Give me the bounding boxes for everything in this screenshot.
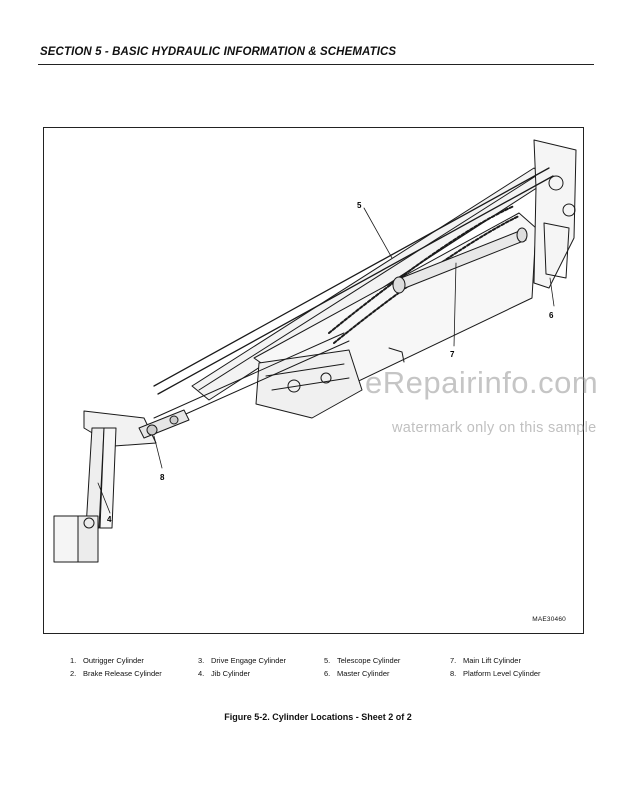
- boom-drawing: 5 6 7 8 4: [53, 139, 577, 563]
- callout-8: 8: [160, 473, 165, 482]
- boom-upper-inner: [198, 173, 540, 391]
- legend-item: 4.Jib Cylinder: [198, 669, 251, 678]
- drawing-code: MAE30460: [532, 616, 566, 623]
- callout-leader-5: [363, 207, 393, 259]
- callout-leader-8: [153, 435, 163, 469]
- header-rule: [38, 64, 594, 65]
- legend-item: 5.Telescope Cylinder: [324, 656, 401, 665]
- legend-item: 6.Master Cylinder: [324, 669, 390, 678]
- watermark-sub: watermark only on this sample: [392, 420, 597, 436]
- legend-item: 2.Brake Release Cylinder: [70, 669, 162, 678]
- legend: 1.Outrigger Cylinder 2.Brake Release Cyl…: [70, 656, 590, 686]
- section-header: SECTION 5 - BASIC HYDRAULIC INFORMATION …: [40, 46, 397, 58]
- figure-frame: 5 6 7 8 4 MAE30460: [43, 127, 584, 634]
- watermark-main: eRepairinfo.com: [365, 365, 599, 400]
- callout-leader-4: [97, 482, 111, 514]
- callout-5: 5: [357, 201, 362, 210]
- legend-item: 8.Platform Level Cylinder: [450, 669, 541, 678]
- legend-item: 3.Drive Engage Cylinder: [198, 656, 287, 665]
- jib-cylinder: [85, 427, 105, 529]
- master-cylinder-bracket: [533, 139, 577, 289]
- callout-6: 6: [549, 311, 554, 320]
- legend-item: 7.Main Lift Cylinder: [450, 656, 521, 665]
- callout-leader-7: [453, 262, 457, 347]
- callout-4: 4: [107, 515, 112, 524]
- figure-caption: Figure 5-2. Cylinder Locations - Sheet 2…: [224, 712, 412, 722]
- hose-chain: [328, 205, 515, 334]
- callout-7: 7: [450, 350, 455, 359]
- callout-leader-6: [549, 277, 555, 307]
- legend-item: 1.Outrigger Cylinder: [70, 656, 144, 665]
